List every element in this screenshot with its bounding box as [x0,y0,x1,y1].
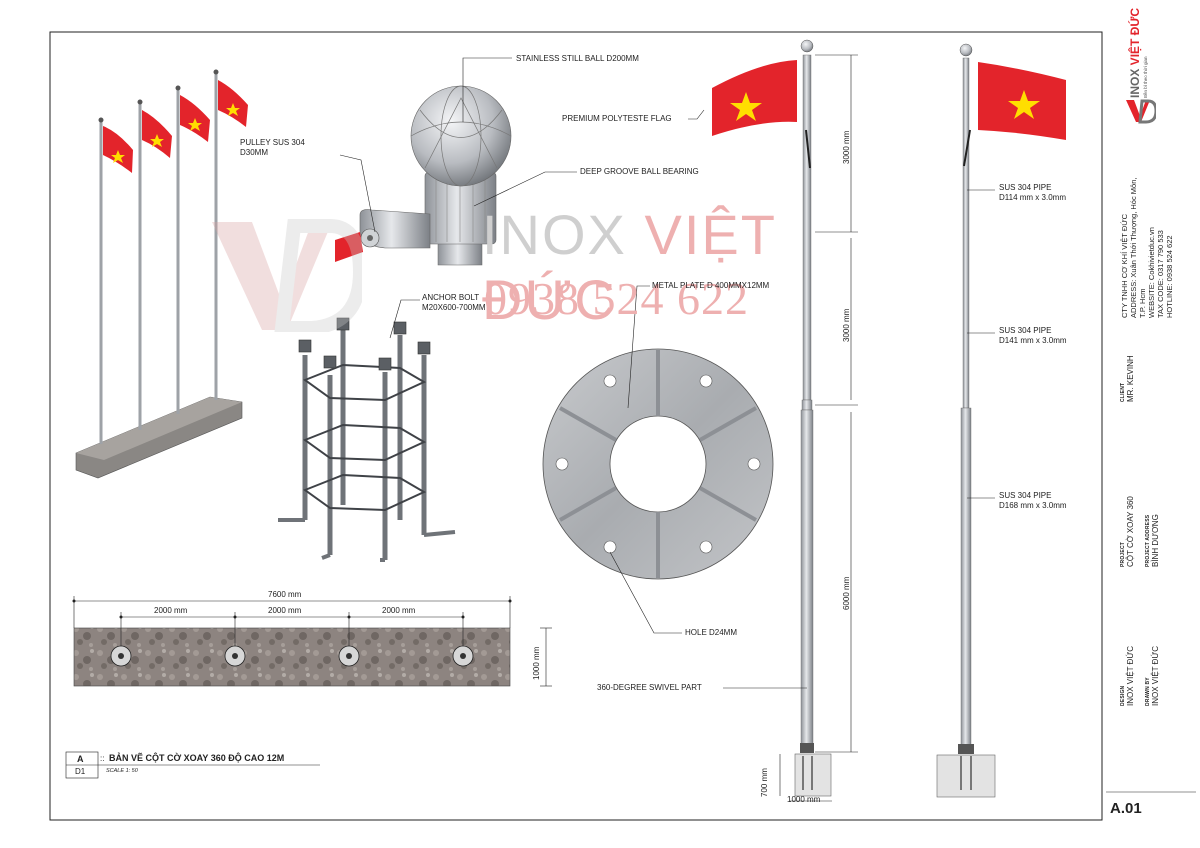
dim-seg-top: 3000 mm [842,130,851,164]
company-line: CTY TNHH CƠ KHÍ VIỆT ĐỨC [1120,213,1129,318]
design-block: DESIGN INOX VIỆT ĐỨC [1120,646,1135,706]
dim-spacing-1: 2000 mm [154,606,188,615]
client-block: CLIENT MR. KEVINH [1120,355,1135,402]
drawn-block: DRAWN BY INOX VIỆT ĐỨC [1145,646,1160,706]
company-line: TAX CODE: 0317 790 533 [1156,230,1165,318]
client-value: MR. KEVINH [1126,355,1135,402]
elevation-pole [712,39,858,802]
dim-foundation-width: 1000 mm [787,795,821,804]
label-plate: METAL PLATE D 400MMX12MM [652,281,770,290]
project-value: CỘT CỜ XOAY 360 [1126,496,1135,567]
label-pipe3-2: D168 mm x 3.0mm [999,501,1067,510]
company-info: CTY TNHH CƠ KHÍ VIỆT ĐỨC ADDRESS: Xuân T… [1120,178,1174,318]
drawing-title: BẢN VẼ CỘT CỜ XOAY 360 ĐỘ CAO 12M [109,753,285,763]
logo: INOX VIỆT ĐỨC Bền bỉ theo thời gian [1126,8,1190,124]
address-value: BÌNH DƯƠNG [1151,514,1160,567]
label-anchor-2: M20X600-700MM [422,303,486,312]
project-block: PROJECT CỘT CỜ XOAY 360 [1120,496,1135,567]
logo-mark-icon [1126,99,1156,124]
dim-spacing-2: 2000 mm [268,606,302,615]
dim-base-height: 1000 mm [532,646,541,680]
dim-seg-mid: 3000 mm [842,308,851,342]
label-hole: HOLE D24MM [685,628,738,637]
drawn-value: INOX VIỆT ĐỨC [1151,645,1160,706]
title-colon: :: [100,754,105,763]
company-line: ADDRESS: Xuân Thới Thượng, Hóc Môn, [1129,177,1138,318]
label-pulley-2: D30MM [240,148,269,157]
anchor-bolt-cage [278,317,456,562]
label-pipe1-2: D114 mm x 3.0mm [999,193,1066,202]
label-pipe2-2: D141 mm x 3.0mm [999,336,1067,345]
flagpoles-perspective [75,69,248,479]
drawing-scale: SCALE 1: 50 [106,768,138,774]
design-value: INOX VIỆT ĐỨC [1126,645,1135,706]
sheet-number: A.01 [1110,800,1142,817]
label-pipe2-1: SUS 304 PIPE [999,326,1052,335]
company-line: T.P. Hcm [1138,288,1147,318]
title-box [65,751,320,779]
label-flag: PREMIUM POLYTESTE FLAG [562,114,672,123]
dim-total-width: 7600 mm [268,590,302,599]
label-swivel: 360-DEGREE SWIVEL PART [597,683,702,692]
company-line: WEBSITE: Cokhivietduc.vn [1147,227,1156,318]
logo-tagline: Bền bỉ theo thời gian [1143,56,1148,98]
ball-pulley-detail [335,85,512,266]
label-pulley-1: PULLEY SUS 304 [240,138,305,147]
side-pole [936,43,1066,798]
logo-text-red: VIỆT ĐỨC [1128,8,1142,66]
leader-lines [339,57,995,689]
title-subcode: D1 [75,767,86,776]
metal-plate [542,348,774,580]
company-line: HOTLINE: 0938 524 622 [1165,235,1174,318]
label-pipe1-1: SUS 304 PIPE [999,183,1052,192]
dim-foundation-depth: 700 mm [760,768,769,797]
label-ball: STAINLESS STILL BALL D200MM [516,54,639,63]
label-bearing: DEEP GROOVE BALL BEARING [580,167,699,176]
logo-text-grey: INOX [1128,68,1142,98]
dim-spacing-3: 2000 mm [382,606,416,615]
project-address-block: PROJECT ADDRESS BÌNH DƯƠNG [1145,514,1160,567]
title-code: A [77,754,84,764]
base-plan [72,596,552,687]
label-pipe3-1: SUS 304 PIPE [999,491,1052,500]
label-anchor-1: ANCHOR BOLT [422,293,480,302]
dim-seg-bottom: 6000 mm [842,576,851,610]
